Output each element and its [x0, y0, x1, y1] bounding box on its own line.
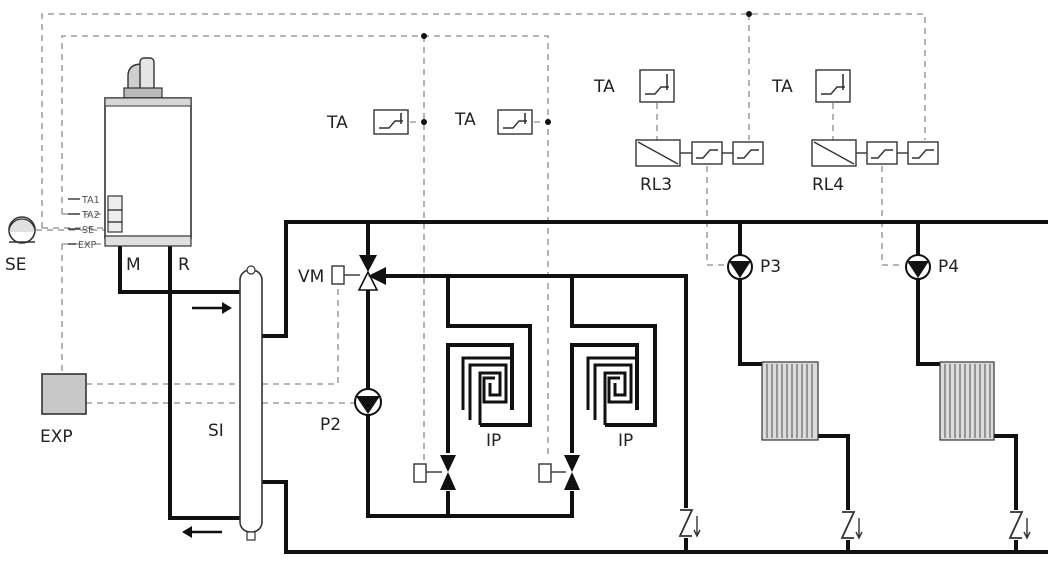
check-valve-1 — [678, 509, 701, 538]
labels: TA TA TA TA RL3 RL4 SE EXP M R VM SI P2 … — [5, 77, 959, 451]
pump-p2 — [354, 388, 382, 416]
label-vm: VM — [298, 267, 324, 287]
pump-p4 — [905, 254, 931, 280]
hydraulic-separator — [239, 265, 263, 541]
signal-wiring — [36, 13, 926, 460]
terminal-label-ta2: TA2 — [81, 210, 100, 221]
label-p4: P4 — [938, 257, 959, 277]
expansion-module-box — [41, 373, 87, 415]
label-se: SE — [5, 255, 27, 275]
flow-arrow-return — [182, 526, 222, 538]
terminal-label-ta1: TA1 — [81, 195, 100, 206]
thermostat-icon — [815, 69, 851, 103]
thermostat-icon — [373, 109, 409, 135]
terminal-label-exp: EXP — [78, 240, 97, 251]
check-valve-3 — [1008, 511, 1031, 540]
underfloor-coil-2 — [586, 356, 637, 425]
boiler — [104, 57, 192, 247]
mixing-valve — [331, 255, 386, 291]
label-ip: IP — [618, 431, 633, 451]
underfloor-coil-1 — [461, 356, 512, 425]
label-rl3: RL3 — [640, 175, 672, 195]
junction-dots — [421, 11, 752, 125]
label-ta: TA — [593, 77, 615, 97]
thermostat-icon — [639, 69, 675, 103]
radiator-2 — [939, 361, 995, 441]
label-m: M — [126, 255, 141, 275]
zone-valve-1 — [413, 455, 456, 490]
label-ta: TA — [771, 77, 793, 97]
pump-p3 — [727, 254, 753, 280]
label-exp: EXP — [40, 427, 73, 447]
relay-group-rl3 — [635, 139, 764, 167]
label-p3: P3 — [760, 257, 781, 277]
zone-valve-2 — [538, 455, 580, 490]
thermostat-icon — [497, 109, 533, 135]
check-valve-2 — [840, 511, 863, 540]
label-si: SI — [208, 421, 224, 441]
label-ta: TA — [454, 110, 476, 130]
terminal-ticks — [68, 198, 80, 245]
outdoor-sensor — [8, 216, 36, 244]
pipe-network — [118, 220, 1048, 554]
relay-group-rl4 — [811, 139, 939, 167]
label-rl4: RL4 — [812, 175, 844, 195]
label-p2: P2 — [320, 415, 341, 435]
label-ta: TA — [326, 113, 348, 133]
label-r: R — [178, 255, 190, 275]
terminal-label-se: SE — [82, 225, 94, 236]
flow-arrow-supply — [192, 302, 232, 314]
radiator-1 — [761, 361, 819, 441]
label-ip: IP — [486, 431, 501, 451]
